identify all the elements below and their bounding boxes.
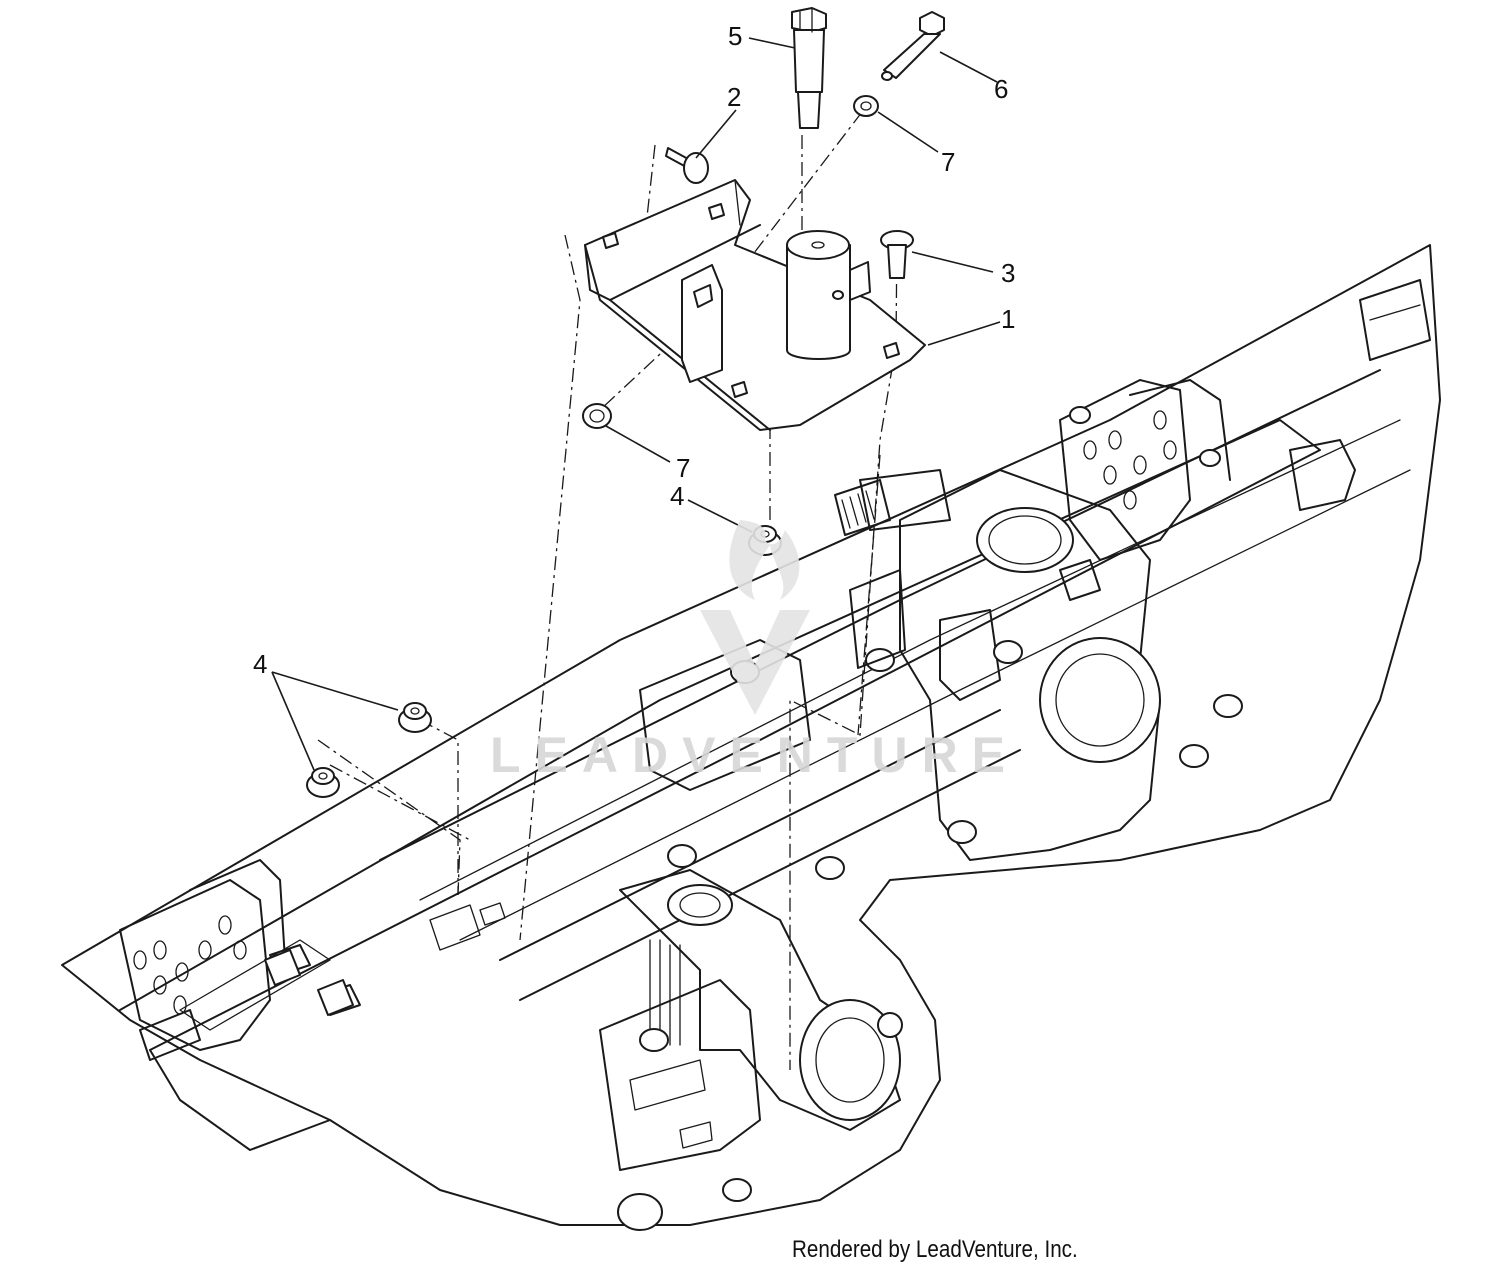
carriage-bolt-3 [880,230,914,279]
callout-7-top: 7 [941,147,955,177]
bolt-6 [881,11,945,81]
flange-nut-4-left-upper [398,702,432,733]
callout-labels: 5 2 6 7 3 1 7 4 4 [253,21,1015,679]
carriage-bolt-2 [665,147,709,184]
render-credit: Rendered by LeadVenture, Inc. [792,1236,1078,1263]
idler-pivot-assembly [619,869,903,1131]
watermark: LEADVENTURE [490,520,1019,783]
callout-5: 5 [728,21,742,51]
callout-4-center: 4 [670,481,684,511]
shoulder-bolt-5 [791,7,827,129]
callout-7-bottom: 7 [676,453,690,483]
callout-2: 2 [727,82,741,112]
right-perforated-bracket [1059,279,1431,561]
mounting-bracket-plate [584,179,926,431]
watermark-text: LEADVENTURE [490,727,1019,783]
callout-1: 1 [1001,304,1015,334]
callout-6: 6 [994,74,1008,104]
lower-rail-details [429,569,906,1171]
left-perforated-bracket [119,859,361,1061]
bushing-washer-7-top [853,95,879,117]
flange-nut-4-left-lower [306,767,340,798]
callout-3: 3 [1001,258,1015,288]
callout-4-left: 4 [253,649,267,679]
frame-hex-bolts [264,406,1243,1231]
gearbox-housing [834,469,1161,861]
bushing-washer-7-bottom [582,403,612,429]
